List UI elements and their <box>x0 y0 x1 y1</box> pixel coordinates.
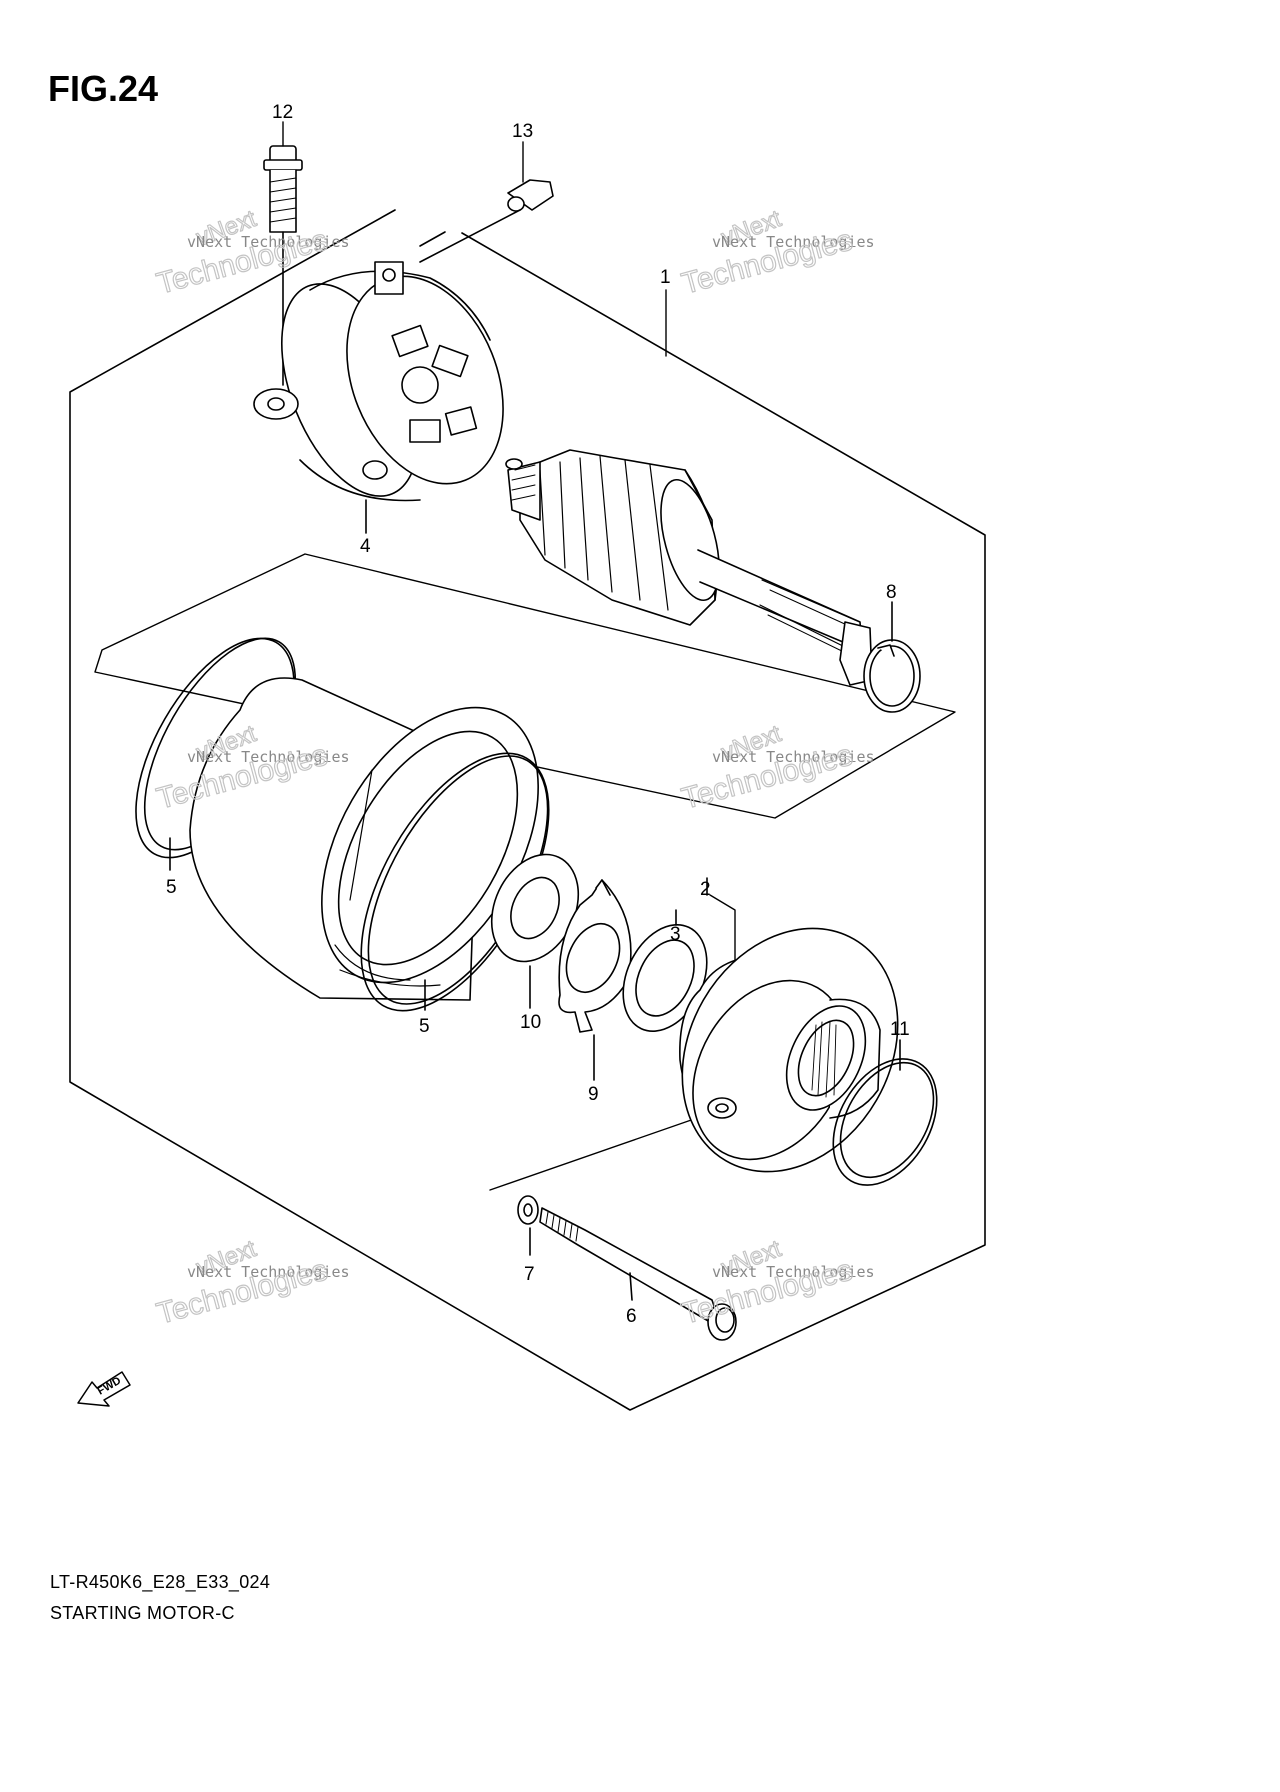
callout-10: 10 <box>520 1012 541 1033</box>
through-bolt-6-icon <box>539 1207 737 1341</box>
callout-5b: 5 <box>419 1016 430 1037</box>
figure-title: FIG.24 <box>48 68 159 109</box>
callout-2: 2 <box>700 879 711 900</box>
washer-10-icon <box>490 853 580 1009</box>
circlip-8-icon <box>863 601 921 713</box>
watermark-5-mid: vNext Technologies <box>187 1263 350 1281</box>
o-ring-11-icon <box>832 1039 938 1186</box>
callout-1: 1 <box>660 267 671 288</box>
callout-6: 6 <box>626 1306 637 1327</box>
callout-8: 8 <box>886 582 897 603</box>
brush-holder-4-icon <box>253 261 504 534</box>
callout-12: 12 <box>272 102 293 123</box>
fwd-arrow-icon <box>77 1371 131 1407</box>
stator-bracket <box>94 553 956 819</box>
yoke-housing-icon <box>189 677 539 1001</box>
armature-icon <box>505 449 873 686</box>
callout-11: 11 <box>890 1019 910 1040</box>
callout-7: 7 <box>524 1264 535 1285</box>
callout-13: 13 <box>512 121 533 142</box>
callout-5a: 5 <box>166 877 177 898</box>
bolt-12-icon <box>263 145 303 386</box>
watermark-group: vNext vNext Technologies Technologies vN… <box>153 205 875 1332</box>
watermark-3-mid: vNext Technologies <box>187 748 350 766</box>
watermark-1-mid: vNext Technologies <box>187 233 350 251</box>
end-cover-bracket <box>489 1109 721 1191</box>
figure-code: LT-R450K6_E28_E33_024 <box>50 1572 271 1592</box>
callout-9: 9 <box>588 1084 599 1105</box>
watermark-6-mid: vNext Technologies <box>712 1263 875 1281</box>
end-cover-2-icon <box>679 927 899 1173</box>
callout-3: 3 <box>670 924 681 945</box>
callout-4: 4 <box>360 536 371 557</box>
screw-13-icon <box>419 179 554 263</box>
figure-name: STARTING MOTOR-C <box>50 1603 235 1623</box>
assembly-frame <box>69 209 986 1411</box>
watermark-4-mid: vNext Technologies <box>712 748 875 766</box>
watermark-2-mid: vNext Technologies <box>712 233 875 251</box>
washer-7-icon <box>517 1195 539 1256</box>
lock-plate-9-icon <box>558 879 632 1081</box>
